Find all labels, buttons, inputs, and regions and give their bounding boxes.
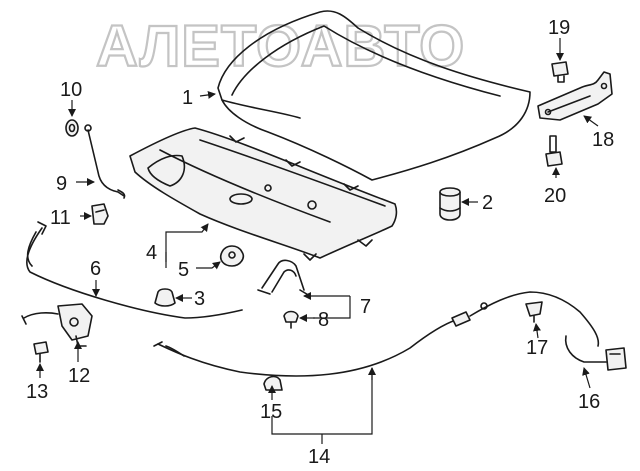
part-clip-8 (283, 310, 299, 329)
part-grommet (65, 119, 79, 137)
callout-19: 19 (548, 17, 570, 39)
part-clip-17 (525, 301, 543, 323)
callout-6: 6 (90, 258, 101, 280)
callout-15: 15 (260, 401, 282, 423)
callout-11: 11 (50, 207, 71, 229)
callout-13: 13 (26, 381, 48, 403)
callout-2: 2 (482, 192, 493, 214)
callout-20: 20 (544, 185, 566, 207)
part-bumper (439, 187, 461, 221)
callout-18: 18 (592, 129, 614, 151)
callout-3: 3 (194, 288, 205, 310)
part-cable-clip-15 (263, 375, 283, 391)
part-stopper (154, 288, 176, 307)
part-release-handle (564, 335, 627, 371)
part-clip-5 (219, 245, 245, 267)
part-hood-insulator (129, 127, 398, 261)
part-hood-latch (21, 303, 93, 347)
part-bracket-7 (257, 259, 311, 297)
callout-5: 5 (178, 259, 189, 281)
callout-9: 9 (56, 173, 67, 195)
callout-10: 10 (60, 79, 82, 101)
watermark-text: АЛЕТОАВТО (96, 14, 465, 79)
part-prop-rod (84, 124, 126, 199)
part-seal-strip (26, 221, 243, 319)
callout-16: 16 (578, 391, 600, 413)
part-hood (217, 10, 531, 181)
part-release-cable (153, 291, 600, 377)
part-holder-11 (91, 203, 109, 225)
callout-17: 17 (526, 337, 548, 359)
part-hood-hinge (537, 71, 613, 121)
callout-7: 7 (360, 296, 371, 318)
callout-8: 8 (318, 309, 329, 331)
callout-12: 12 (68, 365, 90, 387)
callout-14: 14 (308, 446, 330, 468)
callout-labels: 1 2 3 4 5 6 7 8 9 10 11 12 13 14 15 16 1… (26, 17, 614, 468)
callout-4: 4 (146, 242, 157, 264)
part-bolt-20 (545, 135, 563, 167)
part-bolt-13 (33, 341, 49, 363)
callout-1: 1 (182, 87, 193, 109)
leader-lines (36, 38, 599, 444)
part-bolt-19 (551, 61, 569, 83)
